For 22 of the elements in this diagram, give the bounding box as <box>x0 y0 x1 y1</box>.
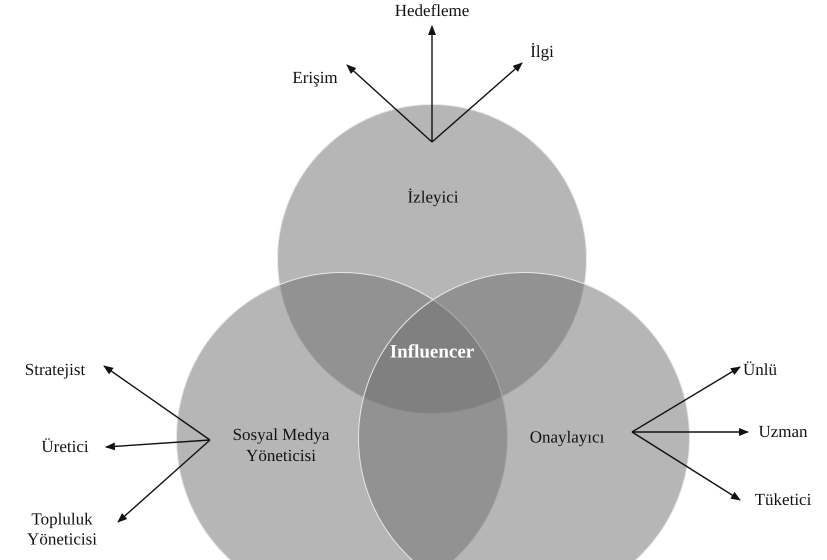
branch-label: İlgi <box>530 42 554 62</box>
arrow <box>632 366 741 433</box>
circle-label: Onaylayıcı <box>530 426 604 448</box>
branch-label: Uzman <box>758 422 808 442</box>
arrow <box>432 62 523 143</box>
arrow <box>632 431 741 501</box>
branch-label: Topluluk Yöneticisi <box>17 510 107 550</box>
branch-label: Tüketici <box>754 490 812 510</box>
branch-label: Üretici <box>41 436 89 458</box>
arrow <box>103 365 210 441</box>
branch-label: Ünlü <box>743 360 777 380</box>
branch-label: Erişim <box>292 68 338 88</box>
arrow <box>428 25 436 142</box>
branch-label: Hedefleme <box>394 0 470 22</box>
center-label: Influencer <box>390 342 474 364</box>
circle-label: Sosyal Medya Yöneticisi <box>232 424 330 466</box>
branch-label: Stratejist <box>24 360 86 380</box>
arrow <box>117 439 210 523</box>
arrow <box>105 439 210 450</box>
circle-label: İzleyici <box>408 186 458 208</box>
arrow <box>632 428 749 436</box>
arrow <box>346 64 432 143</box>
